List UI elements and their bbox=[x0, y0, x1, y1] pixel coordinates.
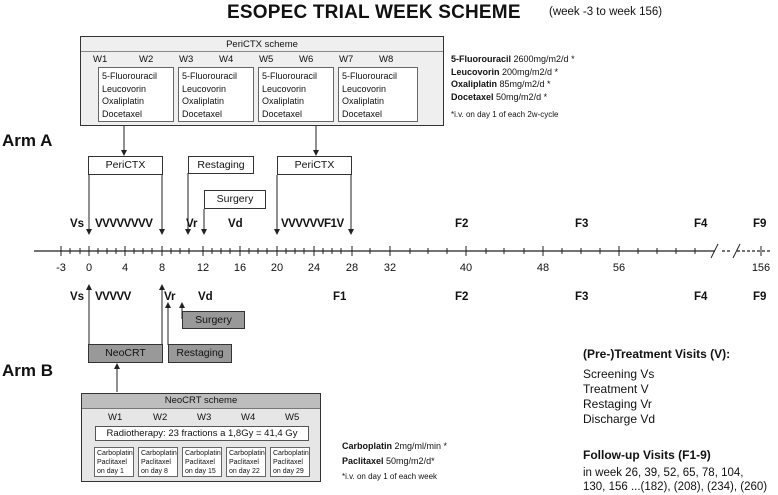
pericix-scheme-box: PeriCTX scheme W1 W2 W3 W4 W5 W6 W7 W8 5… bbox=[80, 36, 444, 126]
followup-f2-b: F2 bbox=[455, 291, 469, 303]
visit-block-a1: VVVVVVVV bbox=[95, 218, 153, 230]
followup-legend: Follow-up Visits (F1-9) bbox=[583, 448, 711, 463]
week-label: W7 bbox=[339, 54, 354, 65]
followup-f9-a: F9 bbox=[753, 218, 767, 230]
day-block: Carboplatin Paclitaxel on day 1 bbox=[94, 447, 134, 477]
visit-screening-a: Vs bbox=[70, 218, 85, 230]
week-label: W4 bbox=[241, 412, 256, 423]
axis-tick-label: 28 bbox=[345, 262, 359, 274]
followup-f3-b: F3 bbox=[575, 291, 589, 303]
neocrt-scheme-title: NeoCRT scheme bbox=[164, 395, 238, 406]
axis-tick-label: 32 bbox=[383, 262, 397, 274]
week-label: W5 bbox=[259, 54, 274, 65]
followup-f9-b: F9 bbox=[753, 291, 767, 303]
arm-b-dose-note: *i.v. on day 1 of each week bbox=[342, 472, 438, 481]
axis-tick-label: 48 bbox=[536, 262, 550, 274]
visit-discharge-b: Vd bbox=[198, 291, 213, 303]
axis-tick-label: 12 bbox=[196, 262, 210, 274]
surgery-phase-a: Surgery bbox=[204, 190, 266, 209]
week-label: W2 bbox=[153, 412, 168, 423]
week-label: W2 bbox=[139, 54, 154, 65]
followup-f4-b: F4 bbox=[694, 291, 708, 303]
day-block: Carboplatin Paclitaxel on day 29 bbox=[270, 447, 310, 477]
day-block: Carboplatin Paclitaxel on day 15 bbox=[182, 447, 222, 477]
arm-b-label: Arm B bbox=[2, 361, 54, 380]
axis-tick-label: 24 bbox=[307, 262, 321, 274]
legend-item: Screening Vs bbox=[583, 367, 655, 381]
visit-screening-b: Vs bbox=[70, 291, 85, 303]
visit-restaging-b: Vr bbox=[164, 291, 176, 303]
axis-tick-label: 4 bbox=[121, 262, 129, 274]
arm-a-label: Arm A bbox=[2, 131, 53, 150]
followup-line: in week 26, 39, 52, 65, 78, 104, bbox=[583, 467, 744, 479]
followup-f2-a: F2 bbox=[455, 218, 469, 230]
pericix-scheme-title: PeriCTX scheme bbox=[226, 39, 298, 50]
drug-block: 5-Fluorouracil Leucovorin Oxaliplatin Do… bbox=[258, 67, 334, 122]
followup-line: 130, 156 ...(182), (208), (234), (260) bbox=[583, 481, 768, 493]
restaging-phase-b: Restaging bbox=[168, 344, 232, 363]
followup-f3-a: F3 bbox=[575, 218, 589, 230]
visit-discharge-a: Vd bbox=[228, 218, 243, 230]
day-block: Carboplatin Paclitaxel on day 22 bbox=[226, 447, 266, 477]
drug-block: 5-Fluorouracil Leucovorin Oxaliplatin Do… bbox=[178, 67, 254, 122]
week-label: W3 bbox=[197, 412, 212, 423]
visit-restaging-a: Vr bbox=[186, 218, 198, 230]
legend-item: Restaging Vr bbox=[583, 397, 652, 411]
neocrt-phase: NeoCRT bbox=[88, 344, 163, 363]
legend-item: Treatment V bbox=[583, 382, 649, 396]
page-subtitle: (week -3 to week 156) bbox=[549, 6, 663, 18]
week-label: W1 bbox=[108, 412, 123, 423]
axis-tick-label: 16 bbox=[233, 262, 247, 274]
week-label: W8 bbox=[379, 54, 394, 65]
neocrt-scheme-box: NeoCRT scheme W1 W2 W3 W4 W5 Radiotherap… bbox=[81, 393, 321, 482]
week-label: W1 bbox=[93, 54, 108, 65]
followup-f1-b: F1 bbox=[333, 291, 347, 303]
axis-tick-label: 56 bbox=[612, 262, 626, 274]
drug-block: 5-Fluorouracil Leucovorin Oxaliplatin Do… bbox=[338, 67, 418, 122]
visits-legend: (Pre-)Treatment Visits (V): Screening Vs… bbox=[583, 347, 730, 427]
day-block: Carboplatin Paclitaxel on day 8 bbox=[138, 447, 178, 477]
axis-tick-label: 0 bbox=[85, 262, 93, 274]
week-label: W4 bbox=[219, 54, 234, 65]
followup-weeks: in week 26, 39, 52, 65, 78, 104, 130, 15… bbox=[583, 466, 767, 494]
visits-legend-heading: (Pre-)Treatment Visits (V): bbox=[583, 347, 731, 361]
page-title: ESOPEC TRIAL WEEK SCHEME bbox=[227, 2, 521, 23]
arm-a-doses: 5-Fluorouracil 2600mg/m2/d * Leucovorin … bbox=[451, 54, 575, 102]
surgery-phase-b: Surgery bbox=[182, 311, 245, 329]
visit-block-b: VVVVV bbox=[95, 291, 131, 303]
axis-tick-label: 40 bbox=[459, 262, 473, 274]
visit-block-a2: VVVVVVF1V bbox=[281, 218, 344, 230]
restaging-phase-a: Restaging bbox=[188, 156, 254, 174]
week-label: W5 bbox=[285, 412, 300, 423]
radiotherapy-bar: Radiotherapy: 23 fractions a 1,8Gy = 41,… bbox=[95, 426, 309, 441]
week-label: W3 bbox=[179, 54, 194, 65]
axis-tick-label: -3 bbox=[56, 262, 66, 274]
axis-tick-label: 8 bbox=[158, 262, 166, 274]
axis-tick-label: 20 bbox=[270, 262, 284, 274]
followup-legend-heading: Follow-up Visits (F1-9) bbox=[583, 448, 711, 462]
followup-f4-a: F4 bbox=[694, 218, 708, 230]
pericix-phase-1: PeriCTX bbox=[88, 156, 163, 175]
week-label: W6 bbox=[299, 54, 314, 65]
arm-b-doses: Carboplatin 2mg/ml/min * Paclitaxel 50mg… bbox=[342, 441, 448, 466]
legend-item: Discharge Vd bbox=[583, 412, 656, 426]
drug-block: 5-Fluorouracil Leucovorin Oxaliplatin Do… bbox=[98, 67, 174, 122]
axis-tick-label: 156 bbox=[751, 262, 771, 274]
pericix-phase-2: PeriCTX bbox=[277, 156, 352, 175]
arm-a-dose-note: *i.v. on day 1 of each 2w-cycle bbox=[451, 110, 559, 119]
